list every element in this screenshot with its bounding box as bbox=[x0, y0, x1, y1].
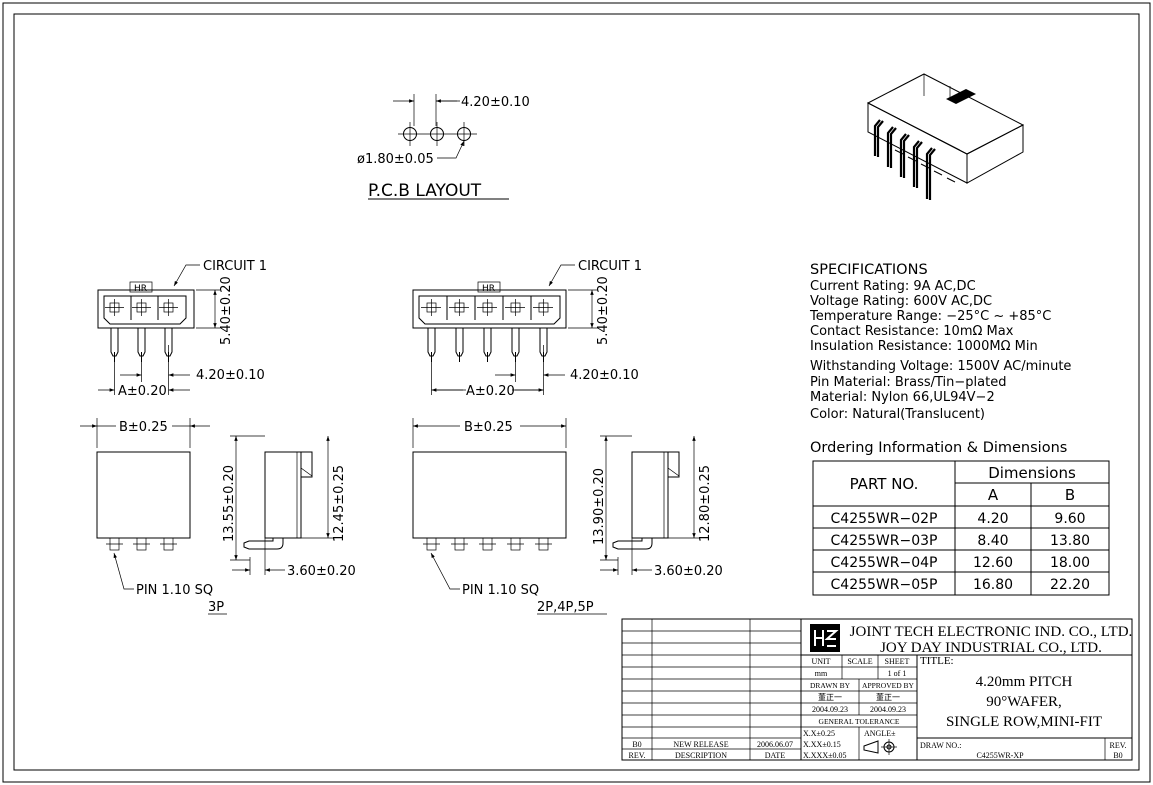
side-height-dim-multi: 13.90±0.20 bbox=[592, 468, 607, 545]
approved-by-name: 董正一 bbox=[876, 692, 900, 702]
revision-description: NEW RELEASE bbox=[673, 740, 728, 749]
height-dim-multi: 5.40±0.20 bbox=[596, 276, 611, 345]
col-date-header: DATE bbox=[765, 751, 786, 760]
unit-label: UNIT bbox=[811, 657, 830, 666]
drawing-title-1: 4.20mm PITCH bbox=[976, 674, 1073, 690]
side-height-dim-3p: 13.55±0.20 bbox=[222, 465, 237, 542]
table-cell-b: 18.00 bbox=[1050, 555, 1090, 571]
table-cell-b: 22.20 bbox=[1050, 577, 1090, 593]
spec-line: Withstanding Voltage: 1500V AC/minute bbox=[810, 359, 1071, 374]
height-dim-3p: 5.40±0.20 bbox=[219, 276, 234, 345]
b-dim-multi: B±0.25 bbox=[464, 420, 513, 435]
angle-label: ANGLE± bbox=[864, 729, 896, 738]
projection-symbol-icon bbox=[863, 739, 897, 755]
front-view-3p: HR CIRCUIT 1 5.40±0.20 A±0.20 4.20±0.10 bbox=[97, 259, 267, 399]
side-view-3p: B±0.25 PIN 1.10 SQ 3P 13.55±0.20 12.45±0… bbox=[80, 418, 356, 615]
col-a-header: A bbox=[988, 486, 999, 504]
unit-value: mm bbox=[815, 669, 828, 678]
scale-label: SCALE bbox=[847, 657, 872, 666]
spec-line: Contact Resistance: 10mΩ Max bbox=[810, 324, 1014, 339]
draw-no-value: C4255WR-XP bbox=[976, 751, 1024, 760]
tolerance-xxx: X.XXX±0.05 bbox=[803, 751, 847, 760]
specs-heading: SPECIFICATIONS bbox=[810, 262, 928, 278]
draw-no-label: DRAW NO.: bbox=[920, 741, 961, 750]
pitch-dim-3p: 4.20±0.10 bbox=[196, 368, 265, 383]
tolerance-xx: X.XX±0.15 bbox=[803, 740, 841, 749]
front-view-multi: HR CIRCUIT 1 5.40±0.20 A±0.20 bbox=[412, 259, 642, 399]
pcb-pitch-dim: 4.20±0.10 bbox=[461, 95, 530, 110]
table-cell-part: C4255WR−05P bbox=[831, 577, 938, 593]
approved-by-label: APPROVED BY bbox=[862, 681, 914, 690]
table-cell-a: 16.80 bbox=[973, 577, 1013, 593]
circuit-label-multi: CIRCUIT 1 bbox=[578, 259, 642, 274]
table-cell-a: 12.60 bbox=[973, 555, 1013, 571]
tolerance-x: X.X±0.25 bbox=[803, 729, 835, 738]
spec-line: Pin Material: Brass/Tin−plated bbox=[810, 375, 1006, 390]
rev-label: REV. bbox=[1110, 741, 1127, 750]
drawn-date: 2004.09.23 bbox=[812, 705, 848, 714]
col-dims-header: Dimensions bbox=[988, 464, 1076, 482]
drawing-title-2: 90°WAFER, bbox=[986, 694, 1062, 710]
spec-line: Temperature Range: −25°C ~ +85°C bbox=[809, 309, 1051, 324]
spec-line: Voltage Rating: 600V AC,DC bbox=[810, 294, 992, 309]
table-cell-b: 9.60 bbox=[1054, 511, 1085, 527]
table-cell-a: 4.20 bbox=[977, 511, 1008, 527]
table-cell-part: C4255WR−04P bbox=[831, 555, 938, 571]
pcb-layout-title: P.C.B LAYOUT bbox=[368, 181, 482, 201]
body-height-dim-multi: 12.80±0.25 bbox=[698, 465, 713, 542]
inner-border bbox=[13, 13, 1140, 771]
approved-date: 2004.09.23 bbox=[870, 705, 906, 714]
sheet-value: 1 of 1 bbox=[888, 669, 907, 678]
spec-line: Insulation Resistance: 1000MΩ Min bbox=[810, 339, 1038, 354]
a-dim-multi: A±0.20 bbox=[466, 384, 515, 399]
company-name-1: JOINT TECH ELECTRONIC IND. CO., LTD. bbox=[850, 624, 1133, 640]
title-block: B0 NEW RELEASE 2006.06.07 REV. DESCRIPTI… bbox=[621, 618, 1133, 761]
drawn-by-label: DRAWN BY bbox=[810, 681, 851, 690]
a-dim-3p: A±0.20 bbox=[118, 384, 167, 399]
pin-label-multi: PIN 1.10 SQ bbox=[462, 583, 539, 598]
col-description-header: DESCRIPTION bbox=[675, 751, 727, 760]
spec-line: Current Rating: 9A AC,DC bbox=[810, 279, 976, 294]
col-part-header: PART NO. bbox=[850, 475, 919, 493]
drawing-title-3: SINGLE ROW,MINI-FIT bbox=[946, 714, 1102, 730]
b-dim-3p: B±0.25 bbox=[119, 420, 168, 435]
col-rev-header: REV. bbox=[629, 751, 646, 760]
title-label: TITLE: bbox=[920, 655, 954, 667]
revision-date: 2006.06.07 bbox=[757, 740, 793, 749]
ordering-table: Ordering Information & Dimensions PART N… bbox=[810, 440, 1110, 596]
pitch-dim-multi: 4.20±0.10 bbox=[570, 368, 639, 383]
caption-multi: 2P,4P,5P bbox=[537, 600, 594, 615]
company-name-2: JOY DAY INDUSTRIAL CO., LTD. bbox=[880, 640, 1102, 656]
table-cell-b: 13.80 bbox=[1050, 533, 1090, 549]
revision-rev: B0 bbox=[632, 740, 641, 749]
housing-mark-3p: HR bbox=[134, 284, 147, 294]
pin-offset-dim-3p: 3.60±0.20 bbox=[287, 564, 356, 579]
rev-value: B0 bbox=[1113, 751, 1122, 760]
table-cell-a: 8.40 bbox=[977, 533, 1008, 549]
general-tolerance-label: GENERAL TOLERANCE bbox=[819, 717, 900, 726]
pin-offset-dim-multi: 3.60±0.20 bbox=[654, 564, 723, 579]
pcb-layout: 4.20±0.10 ø1.80±0.05 P.C.B LAYOUT bbox=[357, 94, 530, 201]
table-cell-part: C4255WR−03P bbox=[831, 533, 938, 549]
sheet-label: SHEET bbox=[885, 657, 910, 666]
body-height-dim-3p: 12.45±0.25 bbox=[332, 465, 347, 542]
table-cell-part: C4255WR−02P bbox=[831, 511, 938, 527]
connector-3d-view bbox=[866, 73, 1025, 200]
specifications: SPECIFICATIONS Current Rating: 9A AC,DC … bbox=[809, 262, 1071, 422]
caption-3p: 3P bbox=[208, 600, 224, 615]
ordering-heading: Ordering Information & Dimensions bbox=[810, 440, 1067, 456]
circuit-label-3p: CIRCUIT 1 bbox=[203, 259, 267, 274]
pcb-hole-dim: ø1.80±0.05 bbox=[357, 152, 434, 167]
col-b-header: B bbox=[1065, 486, 1075, 504]
spec-line: Material: Nylon 66,UL94V−2 bbox=[810, 390, 995, 405]
side-view-multi: B±0.25 PIN 1.10 SQ 2P,4P,5P 13.90±0.20 1… bbox=[412, 418, 723, 615]
spec-line: Color: Natural(Translucent) bbox=[810, 407, 985, 422]
housing-mark-multi: HR bbox=[482, 284, 495, 294]
drawn-by-name: 董正一 bbox=[818, 692, 842, 702]
pin-label-3p: PIN 1.10 SQ bbox=[136, 583, 213, 598]
